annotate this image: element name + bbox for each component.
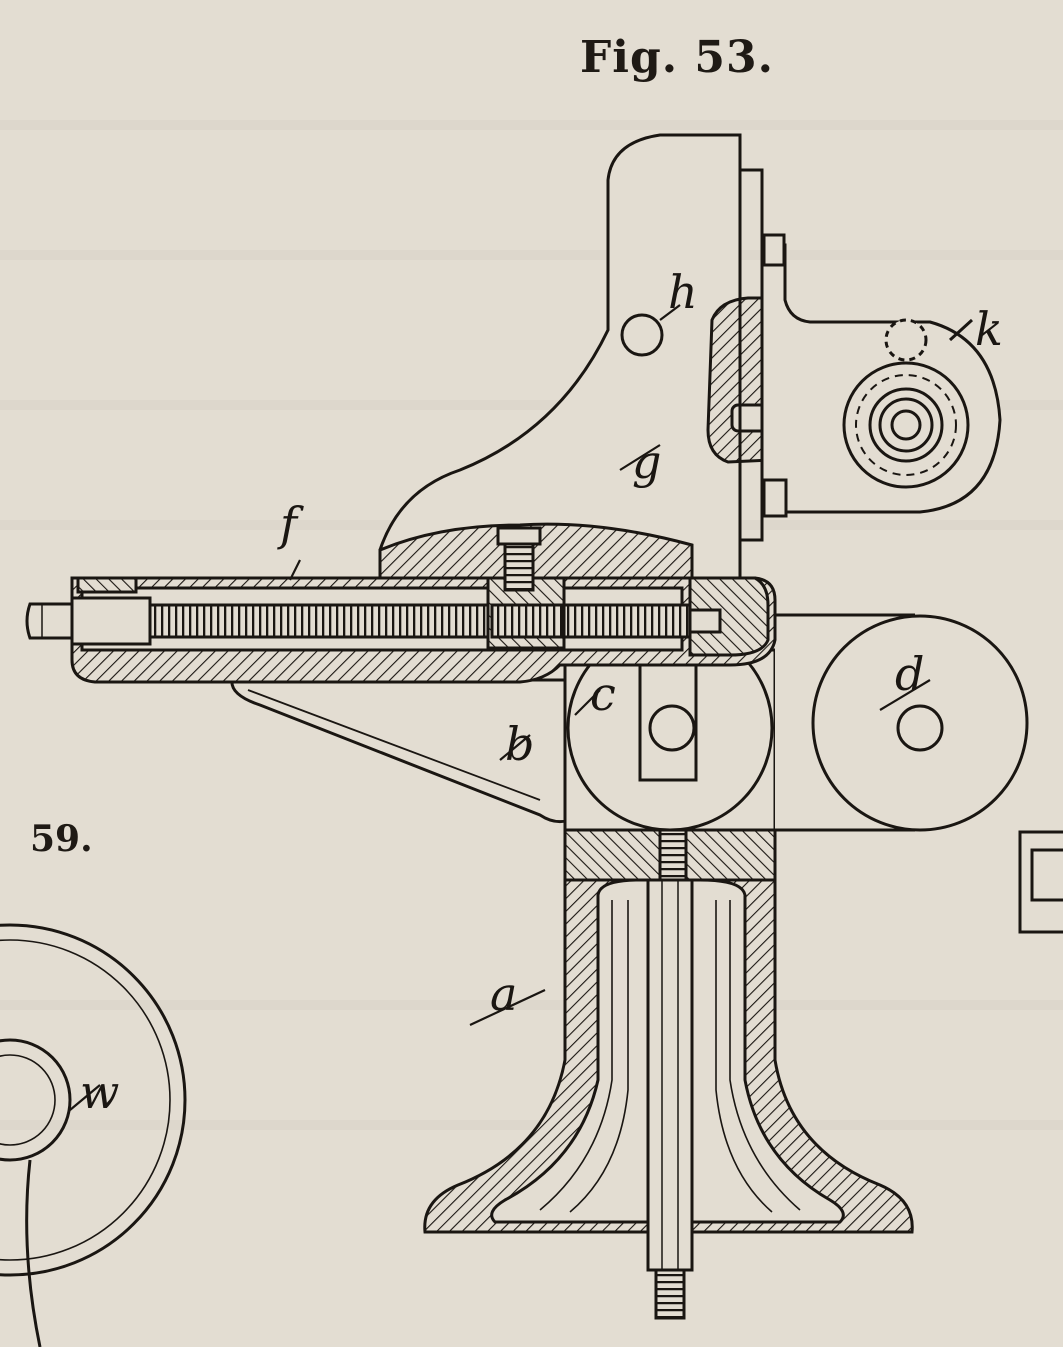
body-g [378,133,784,592]
wheel-w-fig59 [0,923,187,1347]
label-w: w [80,1065,119,1119]
label-d: d [895,647,924,701]
slide-f [25,568,777,684]
leader-lines [69,304,931,1111]
label-g: g [632,435,661,489]
pedestal-base [423,828,914,1320]
label-c: c [590,667,616,721]
right-edge-fragment [1018,830,1063,934]
label-h: h [668,265,698,319]
label-k: k [975,302,1003,356]
roller-d [775,613,1029,832]
figure-caption: Fig. 53. [580,32,774,83]
label-b: b [505,717,534,771]
bracket-k [760,233,1002,518]
adjacent-figure-number: 59. [30,818,93,860]
label-a: a [490,967,517,1021]
